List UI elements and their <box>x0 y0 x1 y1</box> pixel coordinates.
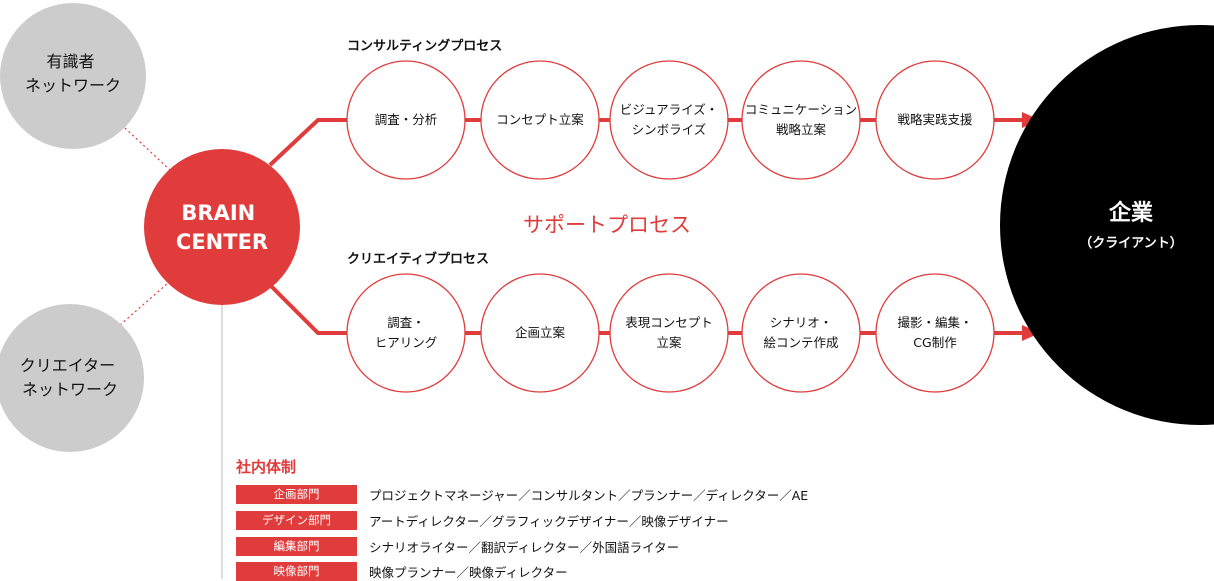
creative-step: シナリオ・絵コンテ作成 <box>741 273 861 393</box>
department-name: 映像部門 <box>236 561 357 581</box>
creators-network-label: クリエイター ネットワーク <box>20 356 120 399</box>
consulting-step-line: 戦略立案 <box>776 122 827 137</box>
creative-arrow-icon <box>1022 325 1040 341</box>
creators-network-line: クリエイター <box>20 356 115 375</box>
creative-step-line: 調査・ <box>387 315 425 330</box>
consulting-step-line: 調査・分析 <box>375 112 438 127</box>
consulting-step-line: コミュニケーション <box>745 102 857 117</box>
creative-step-label: シナリオ・絵コンテ作成 <box>763 315 838 350</box>
experts-connector <box>124 127 171 171</box>
experts-network-line: ネットワーク <box>25 76 121 95</box>
creators-network-line: ネットワーク <box>22 380 118 399</box>
support-process-label: サポートプロセス <box>523 213 691 237</box>
creative-step: 撮影・編集・ CG制作 <box>875 273 995 393</box>
creative-step-line: 表現コンセプト <box>625 315 713 330</box>
department-roles: アートディレクター／グラフィックデザイナー／映像デザイナー <box>369 513 729 529</box>
consulting-step: コミュニケーション戦略立案 <box>741 60 861 180</box>
brain-center-label: BRAIN CENTER <box>176 201 268 254</box>
consulting-steps: 調査・分析コンセプト立案ビジュアライズ・シンボライズコミュニケーション戦略立案戦… <box>346 60 995 180</box>
creative-step-circle <box>609 273 729 393</box>
consulting-step-circle <box>875 60 995 180</box>
creative-step-line: ヒアリング <box>375 335 438 350</box>
creative-step-line: シナリオ・ <box>770 315 833 330</box>
consulting-process-title: コンサルティングプロセス <box>347 38 502 54</box>
creators-network: クリエイター ネットワーク <box>0 304 144 452</box>
consulting-step-label: 調査・分析 <box>375 112 438 127</box>
creative-steps: 調査・ヒアリング 企画立案 表現コンセプト立案 シナリオ・絵コンテ作成 撮影・編集・ CG… <box>346 273 995 393</box>
department-roles: プロジェクトマネージャー／コンサルタント／プランナー／ディレクター／AE <box>369 487 809 503</box>
creative-step-line: 絵コンテ作成 <box>763 335 838 350</box>
consulting-step-line: ビジュアライズ・ <box>620 102 719 117</box>
brain-center-line: CENTER <box>176 230 268 254</box>
creative-step-circle <box>346 273 466 393</box>
department-roles: シナリオライター／翻訳ディレクター／外国語ライター <box>369 539 680 555</box>
consulting-step-label: ビジュアライズ・シンボライズ <box>620 102 719 137</box>
creative-step-label: 企画立案 <box>515 325 566 340</box>
brain-center-line: BRAIN <box>181 201 255 225</box>
department-row: 編集部門シナリオライター／翻訳ディレクター／外国語ライター <box>236 536 679 556</box>
consulting-step-label: コンセプト立案 <box>496 112 584 127</box>
creative-step-circle <box>480 273 600 393</box>
client-title: 企業 <box>1108 200 1154 226</box>
consulting-step-circle <box>346 60 466 180</box>
organization-title: 社内体制 <box>236 458 297 476</box>
department-row: デザイン部門アートディレクター／グラフィックデザイナー／映像デザイナー <box>236 510 729 530</box>
creators-connector <box>119 282 169 326</box>
department-row: 映像部門映像プランナー／映像ディレクター <box>236 561 568 581</box>
experts-network-line: 有識者 <box>46 52 94 71</box>
brain-center-hub: BRAIN CENTER <box>144 149 300 305</box>
creative-step: 調査・ヒアリング <box>346 273 466 393</box>
creative-step-label: 撮影・編集・ CG制作 <box>897 315 972 350</box>
experts-network: 有識者 ネットワーク <box>0 3 146 149</box>
department-roles: 映像プランナー／映像ディレクター <box>369 564 568 580</box>
consulting-step-label: 戦略実践支援 <box>897 112 973 127</box>
department-name: 企画部門 <box>236 484 357 504</box>
creative-step: 表現コンセプト立案 <box>609 273 729 393</box>
consulting-step-line: シンボライズ <box>632 122 707 137</box>
consulting-step-circle <box>741 60 861 180</box>
consulting-step-label: コミュニケーション戦略立案 <box>745 102 857 137</box>
department-name: 編集部門 <box>236 536 357 556</box>
creative-step-line: CG制作 <box>913 335 957 350</box>
creative-process-title: クリエイティブプロセス <box>347 251 489 267</box>
client-circle: 企業 （クライアント） <box>1000 25 1214 425</box>
department-name: デザイン部門 <box>236 510 357 530</box>
consulting-step: ビジュアライズ・シンボライズ <box>609 60 729 180</box>
creative-step-line: 撮影・編集・ <box>897 315 972 330</box>
department-row: 企画部門プロジェクトマネージャー／コンサルタント／プランナー／ディレクター／AE <box>236 484 808 504</box>
consulting-step-circle <box>480 60 600 180</box>
consulting-step-circle <box>609 60 729 180</box>
client-subtitle: （クライアント） <box>1079 235 1182 251</box>
creative-step-label: 表現コンセプト立案 <box>625 315 713 350</box>
creative-step-circle <box>741 273 861 393</box>
consulting-step: 調査・分析 <box>346 60 466 180</box>
consulting-step-line: 戦略実践支援 <box>897 112 973 127</box>
creative-step: 企画立案 <box>480 273 600 393</box>
creative-step-line: 企画立案 <box>515 325 566 340</box>
consulting-step: コンセプト立案 <box>480 60 600 180</box>
creative-step-label: 調査・ヒアリング <box>375 315 438 350</box>
consulting-step-line: コンセプト立案 <box>496 112 584 127</box>
creative-step-circle <box>875 273 995 393</box>
creative-step-line: 立案 <box>656 335 682 350</box>
consulting-step: 戦略実践支援 <box>875 60 995 180</box>
experts-network-label: 有識者 ネットワーク <box>25 52 121 95</box>
